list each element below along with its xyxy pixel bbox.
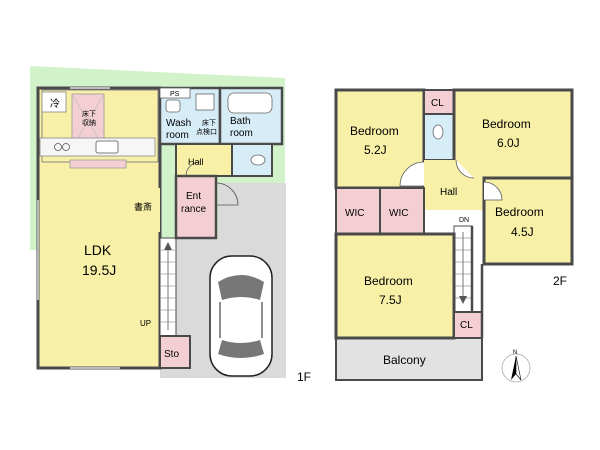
fridge-label: 冷 [50,97,60,110]
floor-2-plan: Bedroom 5.2J CL Bedroom 6.0J Hall Bedroo… [334,88,574,381]
bedroom-5-2-size: 5.2J [364,143,387,157]
car-icon [209,255,273,377]
hall-2f [424,160,484,210]
floor-2-label: 2F [553,274,567,288]
bedroom-5-2-name: Bedroom [350,124,399,138]
floor-1-label: 1F [297,370,311,384]
wash-basin [165,99,181,113]
ps-label: PS [170,91,180,98]
closet-bottom-label: CL [460,320,473,331]
floor-1-plan: 冷 床下 収納 PS Wash room 床下 点検口 Bath room Ha… [30,66,311,384]
ps-box [159,87,191,99]
hall-door-swing-2f [399,161,425,187]
underfloor-label-1: 床下 [82,109,96,118]
bedroom-7-5-name: Bedroom [364,274,413,288]
dn-label: DN [459,217,469,224]
wash-label-2: room [166,130,189,141]
stove-burner [62,143,70,151]
bedroom-6-0-size: 6.0J [497,136,520,150]
porch [218,183,286,245]
entrance-label-1: Ent [186,191,201,202]
up-label: UP [140,319,151,328]
hall-2f-label: Hall [440,187,457,198]
wic-right [379,187,425,235]
compass-n-label: N [513,350,517,356]
washing-machine [195,93,215,111]
entrance-label-2: rance [181,204,206,215]
entrance-door-swing [215,182,239,206]
bedroom-7-5-size: 7.5J [379,293,402,307]
bedroom-6-0-name: Bedroom [482,117,531,131]
storage-label: Sto [164,349,179,360]
kitchen-sink [95,140,119,154]
wash-label-1: Wash [166,118,191,129]
ldk-size-label: 19.5J [82,262,116,278]
toilet-bowl-2f [432,124,444,140]
wic-right-label: WIC [389,208,408,219]
hall-1f [175,143,233,177]
balcony-label: Balcony [383,353,426,367]
stove-burner [54,143,62,151]
bedroom-7-5 [334,232,456,340]
hall-door-swing [185,161,201,177]
bath-label-2: room [230,128,253,139]
study-label: 書斎 [134,201,152,213]
inspection-label-1: 床下 [202,118,216,127]
storage-room [159,335,191,369]
north-compass-icon: N [501,350,531,383]
hall-1f-label: Hall [188,157,204,167]
kitchen-bar [69,159,127,169]
bedroom-4-5-door-swing [483,181,503,201]
inspection-label-2: 点検口 [196,127,217,136]
bedroom-4-5-name: Bedroom [495,205,544,219]
study-nook [125,188,160,232]
ldk-name-label: LDK [84,242,112,258]
bedroom-4-5-size: 4.5J [511,225,534,239]
toilet-bowl [250,154,266,166]
bath-label-1: Bath [230,116,251,127]
stairs-2f [453,225,473,313]
entrance [174,174,218,240]
balcony [335,337,483,381]
bedroom-door-swing-2f [455,159,475,179]
wic-left-label: WIC [345,208,364,219]
underfloor-label-2: 収納 [82,118,96,127]
closet-top-label: CL [431,98,444,109]
fridge [41,91,67,113]
stairs-1f [159,237,177,337]
bathtub [227,92,273,114]
